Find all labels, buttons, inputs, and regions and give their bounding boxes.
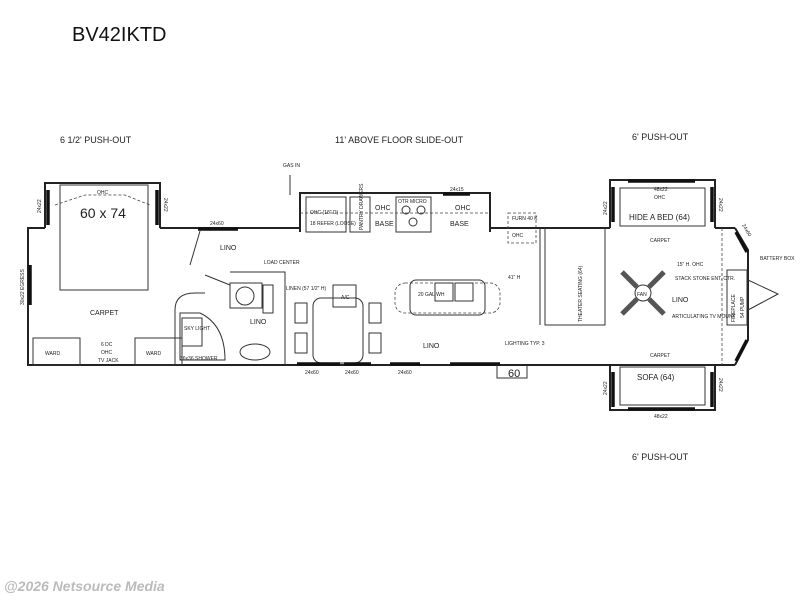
label-fridge: 18 REFER (LOOSE)	[310, 221, 356, 227]
label-gas-in: GAS IN	[283, 163, 300, 169]
label-window: 24x60	[305, 370, 319, 376]
watermark: @2026 Netsource Media	[4, 578, 165, 594]
label-window: 24x22	[717, 198, 723, 212]
label-ohc: OHC	[512, 233, 524, 239]
label-window: 48x22	[654, 187, 668, 193]
label-window: 24x60	[210, 221, 224, 227]
label-ohc: OHC	[654, 195, 666, 201]
bathroom	[174, 230, 286, 365]
label-ohc: OHC	[375, 205, 391, 212]
label-window: 24x60	[345, 370, 359, 376]
label-base: BASE	[450, 221, 469, 228]
label-ward: WARD	[45, 351, 60, 357]
label-window: 24x22	[37, 199, 43, 213]
label-lino: LINO	[672, 297, 689, 304]
living-area	[294, 228, 606, 379]
label-battery: BATTERY BOX	[760, 256, 795, 262]
label-ohc: OHC	[101, 350, 113, 356]
label-height-41: 41" H	[508, 275, 521, 281]
label-articulating: ARTICULATING TV MOUNT	[672, 314, 736, 320]
label-stack-stone: STACK STONE ENT. CTR.	[675, 276, 735, 282]
label-carpet: CARPET	[90, 310, 119, 317]
label-window: 24x22	[603, 381, 609, 395]
label-window: 24x22	[603, 201, 609, 215]
wardrobe	[32, 337, 81, 366]
label-window: 24x60	[398, 370, 412, 376]
label-ohc-fridge: OHC (18" D)	[310, 210, 339, 216]
label-ohc: OHC	[455, 205, 471, 212]
label-lino: LINO	[423, 343, 440, 350]
label-lighting: LIGHTING TYP. 3	[505, 341, 545, 347]
label-carpet: CARPET	[650, 353, 670, 359]
label-ward: WARD	[146, 351, 161, 357]
label-ohc-bed: OHC	[97, 190, 109, 196]
label-theater-seating: THEATER SEATING (64)	[578, 265, 584, 322]
front-pushouts	[609, 179, 748, 411]
label-ohc-15: 15" H. OHC	[677, 262, 704, 268]
label-base: BASE	[375, 221, 394, 228]
label-lino: LINO	[250, 319, 267, 326]
label-window: 24x22	[717, 378, 723, 392]
wardrobe	[134, 337, 183, 366]
label-load-center: LOAD CENTER	[264, 260, 300, 266]
label-pump: 54 PUMP	[740, 296, 746, 318]
label-fan: FAN	[637, 292, 647, 298]
label-otr-micro: OTR MICRO	[398, 199, 427, 205]
label-linen: LINEN (57 1/2" H)	[286, 286, 326, 292]
label-window: 24x15	[450, 187, 464, 193]
label-fireplace: FIREPLACE	[731, 294, 737, 322]
header-slideout: 11' ABOVE FLOOR SLIDE-OUT	[335, 135, 464, 145]
label-lino: LINO	[220, 245, 237, 252]
label-sofa: SOFA (64)	[637, 373, 675, 382]
label-egress: 30x22 EGRESS	[20, 268, 26, 305]
label-dc: 6 DC	[101, 342, 113, 348]
label-water-heater: 20 GAL WH	[418, 292, 445, 298]
label-hide-a-bed: HIDE A BED (64)	[629, 213, 690, 222]
header-left-pushout: 6 1/2' PUSH-OUT	[60, 135, 132, 145]
label-bed: 60 x 74	[80, 205, 126, 221]
outer-walls	[27, 227, 780, 366]
label-door: 60	[508, 368, 520, 380]
label-window: 48x22	[654, 414, 668, 420]
label-pantry: PANTRY DRAWERS	[359, 183, 365, 230]
model-title: BV42IKTD	[72, 24, 167, 46]
label-window: 24x22	[162, 198, 168, 212]
bed	[59, 184, 149, 291]
label-ac: A/C	[341, 295, 350, 301]
label-sky-light: SKY LIGHT	[184, 326, 210, 332]
label-shower: 36x36 SHOWER	[180, 356, 218, 362]
label-tv-jack: TV JACK	[98, 358, 119, 364]
kitchen-slideout	[299, 192, 537, 244]
label-carpet: CARPET	[650, 238, 670, 244]
bedroom-pushout	[28, 182, 161, 305]
label-furn: FURN 40 K	[512, 216, 538, 222]
header-right-bottom-pushout: 6' PUSH-OUT	[632, 452, 689, 462]
header-right-top-pushout: 6' PUSH-OUT	[632, 132, 689, 142]
label-front-window: 24x60	[740, 223, 752, 238]
